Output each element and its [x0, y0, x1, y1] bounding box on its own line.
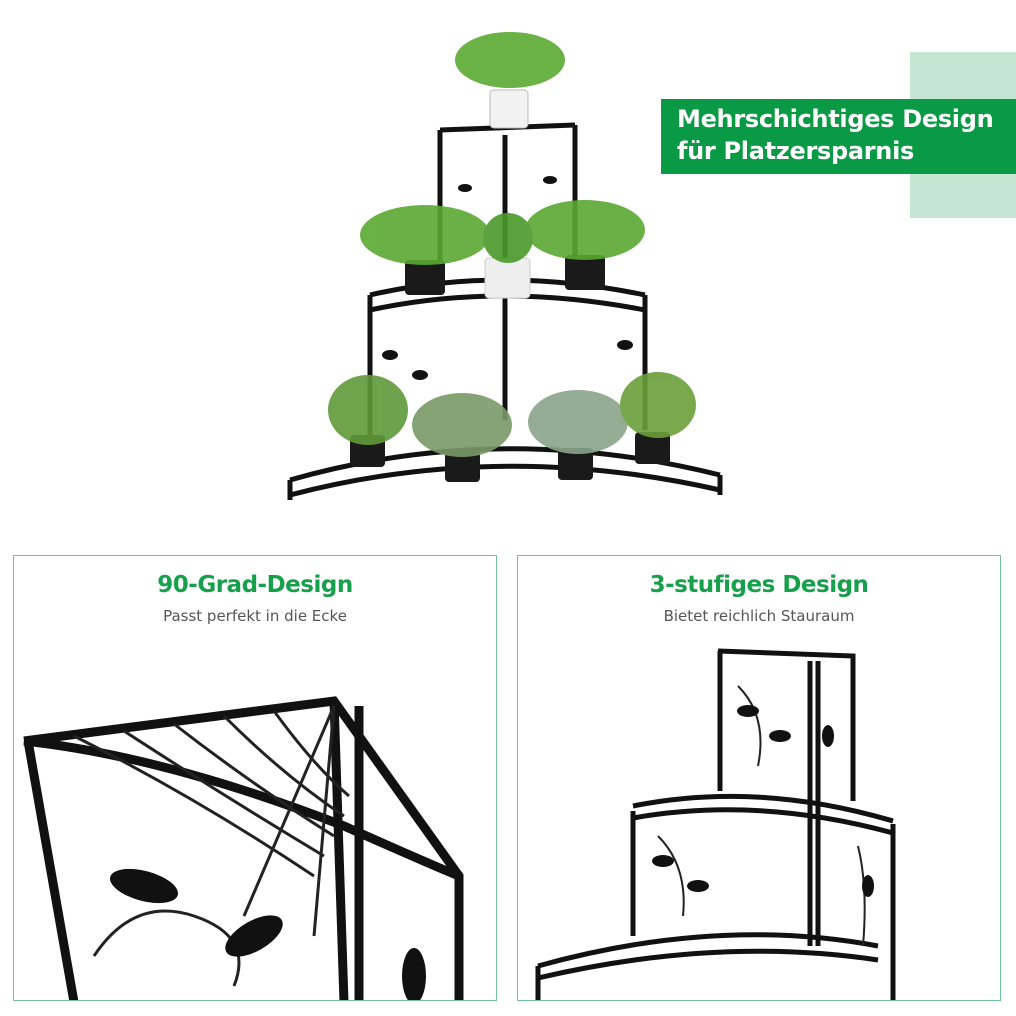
banner-line-1: Mehrschichtiges Design [677, 105, 994, 133]
banner-line-2: für Platzersparnis [677, 137, 914, 165]
panel-title: 90-Grad-Design [157, 572, 353, 598]
hero-plant-stand-image [287, 32, 723, 500]
panel-title: 3-stufiges Design [649, 572, 869, 598]
feature-panel-3-tier: 3-stufiges Design Bietet reichlich Staur… [517, 555, 1001, 1001]
feature-panel-90-degree: 90-Grad-Design Passt perfekt in die Ecke [13, 555, 497, 1001]
panel-subtitle: Passt perfekt in die Ecke [163, 607, 347, 625]
corner-shelf-closeup-image [23, 696, 464, 1000]
feature-banner: Mehrschichtiges Design für Platzersparni… [661, 99, 1016, 174]
three-tier-stand-image [535, 648, 896, 1000]
panel-subtitle: Bietet reichlich Stauraum [663, 607, 855, 625]
